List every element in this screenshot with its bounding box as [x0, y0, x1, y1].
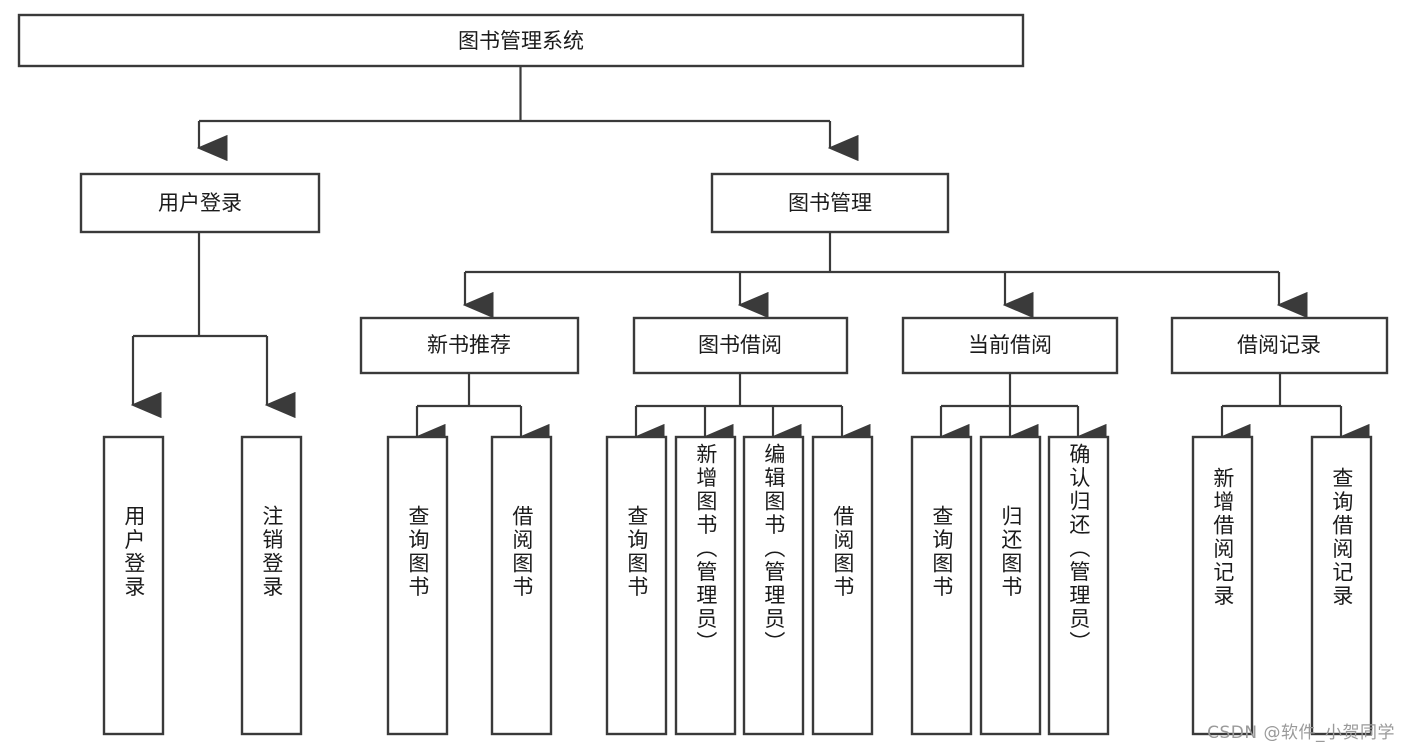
connector-book-mgmt-branch — [462, 232, 1308, 319]
node-user-login[interactable] — [79, 172, 321, 234]
node-book-management[interactable] — [710, 172, 950, 234]
node-current-borrow-label: 当前借阅 — [968, 333, 1052, 357]
connector-root-bus — [196, 119, 859, 162]
leaf-current-borrow-1[interactable] — [979, 435, 1042, 736]
node-book-borrow-label: 图书借阅 — [698, 333, 782, 357]
connector-book-borrow-branch — [633, 373, 871, 451]
leaf-borrow-record-1[interactable] — [1310, 435, 1373, 736]
leaf-book-borrow-0[interactable] — [605, 435, 668, 736]
leaf-book-borrow-3[interactable] — [811, 435, 874, 736]
leaf-user-login-0[interactable] — [102, 435, 165, 736]
leaf-user-login-1[interactable] — [240, 435, 303, 736]
node-current-borrow[interactable] — [901, 316, 1119, 375]
node-book-borrow[interactable] — [632, 316, 849, 375]
node-book-management-label: 图书管理 — [788, 191, 872, 215]
leaf-book-borrow-1[interactable] — [674, 435, 737, 736]
leaf-book-borrow-2[interactable] — [742, 435, 805, 736]
leaf-new-book-1[interactable] — [490, 435, 553, 736]
watermark-text: CSDN @软件_小贺同学 — [1207, 723, 1395, 743]
node-borrow-record-label: 借阅记录 — [1237, 333, 1321, 357]
node-new-book-recommend[interactable] — [359, 316, 580, 375]
leaf-new-book-0[interactable] — [386, 435, 449, 736]
connector-borrow-record-branch — [1219, 373, 1370, 451]
leaf-current-borrow-0[interactable] — [910, 435, 973, 736]
connector-user-login-branch — [130, 232, 296, 419]
node-root-label: 图书管理系统 — [458, 29, 584, 53]
leaf-borrow-record-0[interactable] — [1191, 435, 1254, 736]
node-root[interactable] — [17, 13, 1025, 68]
node-borrow-record[interactable] — [1170, 316, 1389, 375]
node-user-login-label: 用户登录 — [158, 191, 242, 215]
node-new-book-recommend-label: 新书推荐 — [427, 333, 511, 357]
connector-current-borrow-branch — [938, 373, 1107, 451]
connector-new-book-branch — [414, 373, 550, 451]
leaf-current-borrow-2[interactable] — [1047, 435, 1110, 736]
